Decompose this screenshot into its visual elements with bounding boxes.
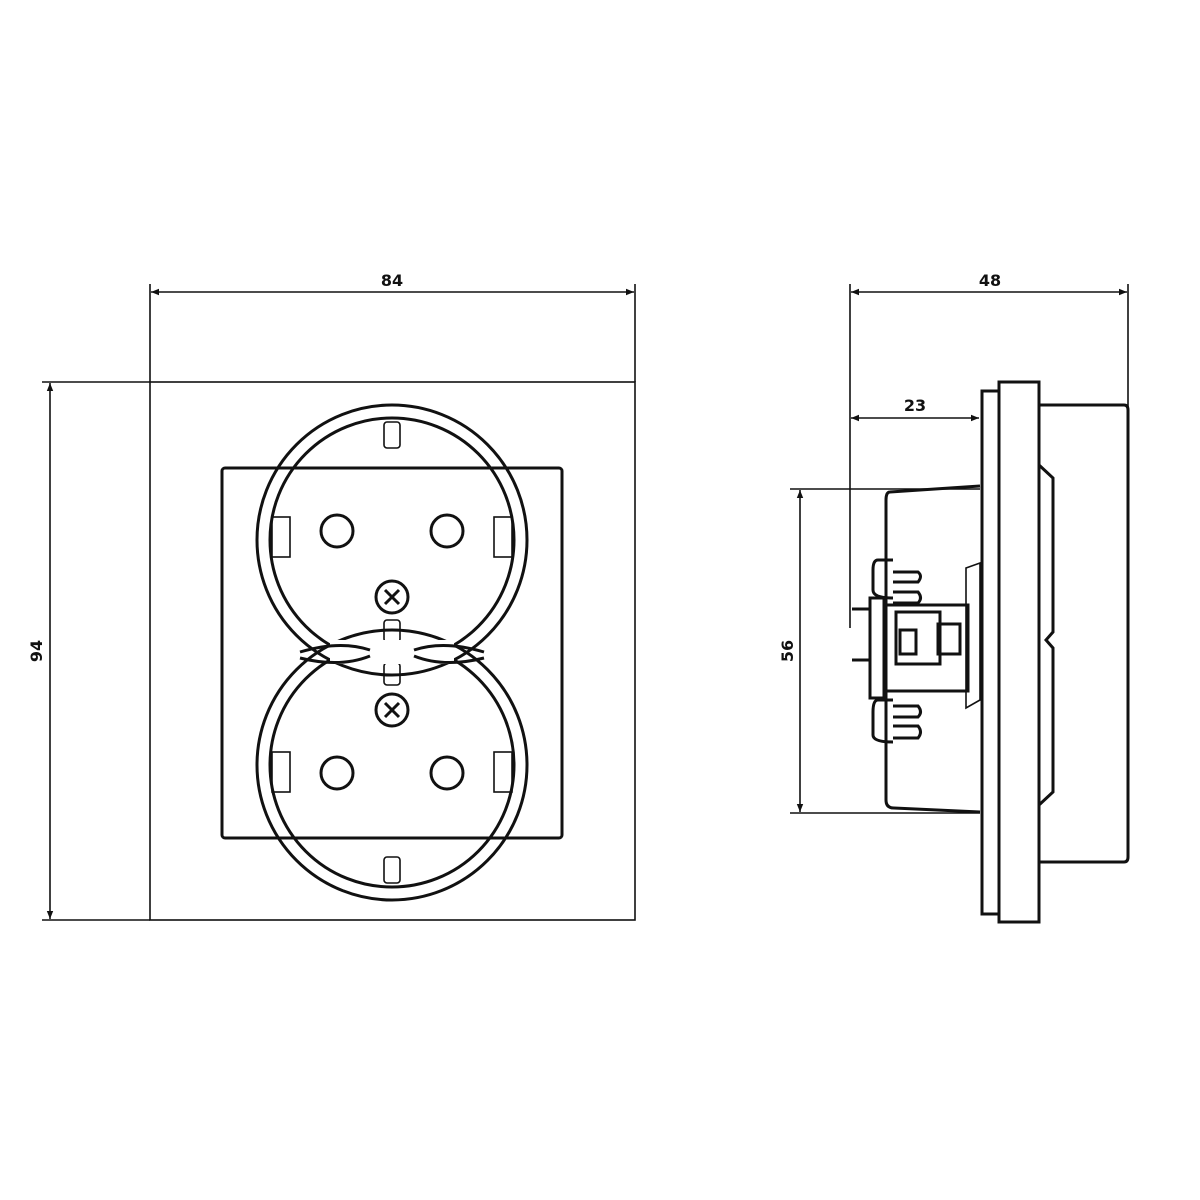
pin-hole: [429, 513, 465, 549]
mechanism-frame: [220, 466, 564, 840]
front-view: 84 94: [27, 271, 636, 921]
earth-clip: [383, 421, 401, 449]
earth-clip: [383, 856, 401, 884]
side-view: 48 23 56: [778, 271, 1130, 924]
plate-edge: [997, 380, 1041, 924]
dimension-label-mount-depth: 23: [904, 396, 926, 415]
socket-upper: [255, 403, 529, 677]
bevel: [1037, 463, 1055, 807]
socket-cover-body: [1039, 403, 1130, 864]
pin-hole: [319, 513, 355, 549]
socket-lower: [255, 628, 529, 902]
screw-icon: [374, 692, 410, 728]
dimension-mount-depth: 23: [851, 396, 979, 422]
dimension-label-depth: 48: [979, 271, 1001, 290]
screw-icon: [374, 579, 410, 615]
terminals: [852, 558, 981, 744]
dimension-label-height: 94: [27, 640, 46, 662]
cover-plate: [149, 381, 636, 921]
mechanism-body: [884, 484, 981, 814]
dimension-label-width: 84: [381, 271, 403, 290]
pin-hole: [319, 755, 355, 791]
dimension-label-mechanism-height: 56: [778, 640, 797, 662]
dimension-height: 94: [27, 381, 150, 921]
dimension-width: 84: [149, 271, 636, 382]
frame-edge: [980, 389, 1001, 916]
pin-hole: [429, 755, 465, 791]
dimension-depth: 48: [849, 271, 1129, 628]
dimension-mechanism-height: 56: [778, 488, 980, 814]
